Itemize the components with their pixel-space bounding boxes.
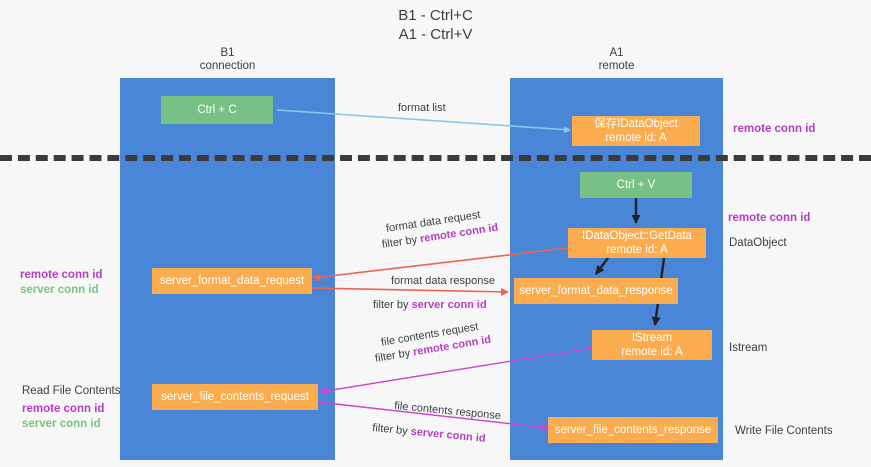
- node-ctrl-c[interactable]: Ctrl + C: [161, 96, 273, 124]
- annotation-remote-conn-id-top: remote conn id: [733, 123, 816, 135]
- filter-key-server-conn-id: server conn id: [411, 299, 487, 311]
- column-header-b1: B1 connection: [120, 47, 335, 73]
- column-header-a1: A1 remote: [510, 47, 723, 73]
- node-server-file-contents-response-label: server_file_contents_response: [554, 424, 712, 436]
- title-line-1: B1 - Ctrl+C: [398, 7, 473, 24]
- edge-format-data-response: [310, 287, 509, 296]
- annotation-server-conn-id-bottom-left: server conn id: [22, 418, 101, 430]
- node-istream-line1: IStream: [631, 332, 673, 344]
- node-istream[interactable]: IStream remote id: A: [592, 330, 712, 360]
- annotation-read-file-contents: Read File Contents: [22, 385, 121, 397]
- column-header-a1-name: A1: [609, 47, 624, 59]
- edge-label-format-list: format list: [398, 102, 446, 114]
- node-getdata-line2: remote id: A: [606, 244, 668, 256]
- annotation-remote-conn-id-bottom-left: remote conn id: [22, 403, 105, 415]
- annotation-istream: Istream: [729, 342, 768, 354]
- node-save-idataobject[interactable]: 保存IDataObject remote id: A: [572, 116, 700, 146]
- node-server-file-contents-request[interactable]: server_file_contents_request: [152, 384, 318, 410]
- filter-prefix: filter by: [373, 299, 412, 311]
- annotation-write-file-contents: Write File Contents: [735, 425, 833, 437]
- filter-prefix: filter by: [374, 346, 415, 365]
- node-ctrl-v[interactable]: Ctrl + V: [580, 172, 692, 198]
- node-server-format-data-response[interactable]: server_format_data_response: [514, 278, 678, 304]
- edge-label-format-data-response: format data response: [391, 275, 495, 287]
- edge-label-file-contents-response: file contents response: [393, 399, 502, 423]
- edge-label-format-data-response-filter: filter by server conn id: [373, 298, 487, 312]
- phase-divider: [0, 155, 871, 161]
- node-istream-line2: remote id: A: [621, 346, 683, 358]
- annotation-remote-conn-id-mid-left: remote conn id: [20, 269, 103, 281]
- node-getdata-line1: IDataObject::GetData: [582, 230, 692, 242]
- column-header-b1-name: B1: [220, 47, 235, 59]
- node-ctrl-v-label: Ctrl + V: [616, 179, 656, 191]
- page-title: B1 - Ctrl+C A1 - Ctrl+V: [0, 6, 871, 44]
- title-line-2: A1 - Ctrl+V: [398, 26, 473, 43]
- node-server-file-contents-request-label: server_file_contents_request: [161, 391, 309, 403]
- node-server-format-data-response-label: server_format_data_response: [519, 285, 673, 297]
- column-header-a1-role: remote: [598, 60, 635, 72]
- annotation-dataobject: DataObject: [729, 237, 787, 249]
- column-header-b1-role: connection: [199, 60, 256, 72]
- node-ctrl-c-label: Ctrl + C: [197, 104, 237, 116]
- annotation-remote-conn-id-mid: remote conn id: [728, 212, 811, 224]
- edge-label-file-contents-response-filter: filter by server conn id: [372, 421, 487, 446]
- annotation-server-conn-id-mid-left: server conn id: [20, 284, 99, 296]
- filter-prefix: filter by: [371, 421, 412, 438]
- filter-key-server-conn-id: server conn id: [410, 425, 487, 445]
- node-save-idataobject-line1: 保存IDataObject: [594, 118, 678, 130]
- node-idataobject-getdata[interactable]: IDataObject::GetData remote id: A: [568, 228, 706, 258]
- node-save-idataobject-line2: remote id: A: [605, 132, 667, 144]
- node-server-format-data-request-label: server_format_data_request: [159, 275, 305, 287]
- filter-prefix: filter by: [381, 233, 422, 251]
- node-server-file-contents-response[interactable]: server_file_contents_response: [548, 417, 718, 443]
- node-server-format-data-request[interactable]: server_format_data_request: [152, 268, 312, 294]
